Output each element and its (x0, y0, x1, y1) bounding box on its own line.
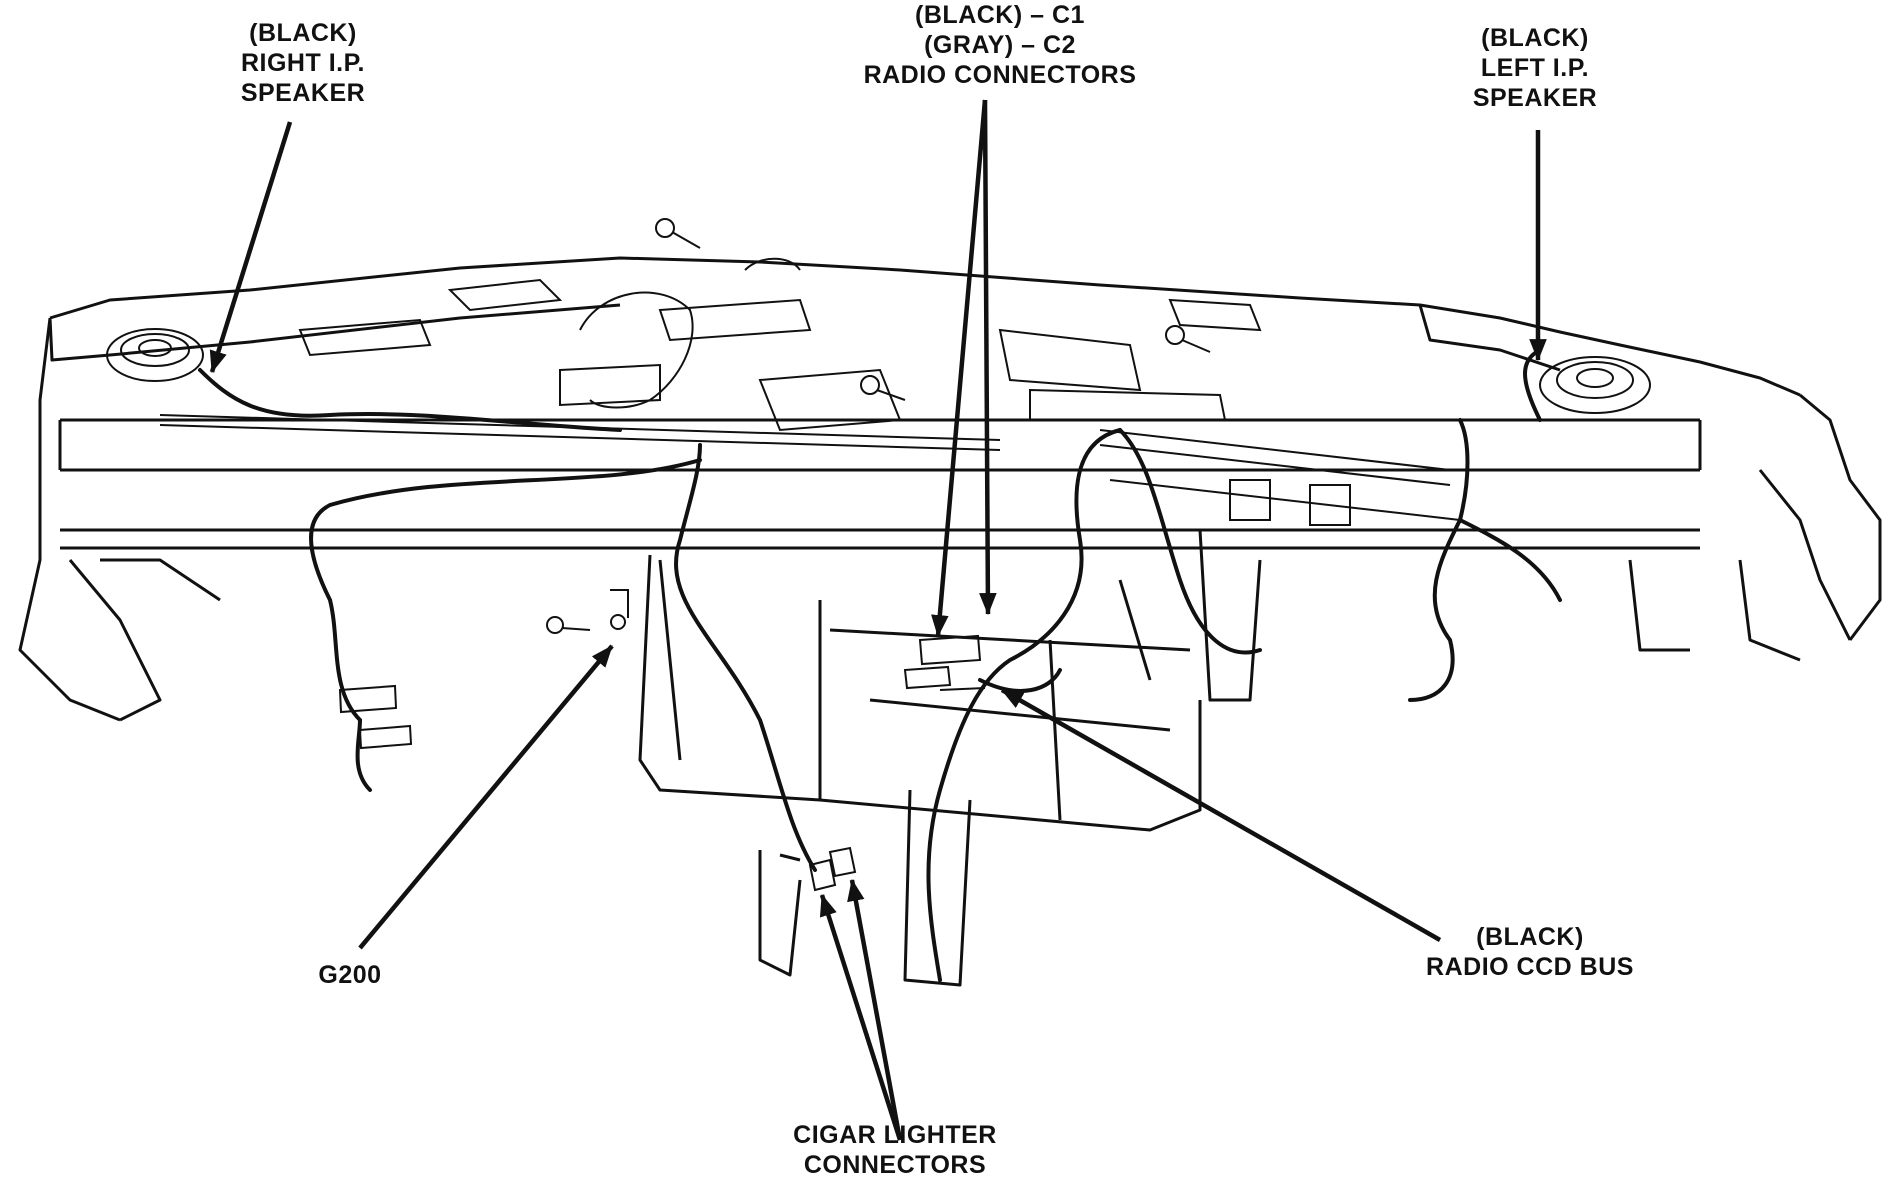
cigar-lighter-arrow-2 (847, 878, 903, 1141)
dashboard-frame (18, 256, 1882, 987)
right-speaker-color: (BLACK) (249, 19, 357, 47)
right-speaker-type: SPEAKER (240, 79, 366, 107)
ccd-bus-color: (BLACK) (1476, 923, 1584, 951)
left-speaker-label: (BLACK) LEFT I.P. SPEAKER (1430, 23, 1640, 113)
g200-text: G200 (318, 961, 382, 989)
left-speaker-color: (BLACK) (1481, 24, 1589, 52)
cigar-lighter-label: CIGAR LIGHTER CONNECTORS (745, 1120, 1045, 1180)
g200-label: G200 (295, 960, 405, 990)
ccd-bus-label: (BLACK) RADIO CCD BUS (1385, 922, 1675, 982)
radio-c2-text: (GRAY) – C2 (924, 31, 1076, 59)
radio-c1-text: (BLACK) – C1 (915, 1, 1085, 29)
ccd-bus-text: RADIO CCD BUS (1426, 953, 1634, 981)
callout-arrows (209, 99, 1547, 1141)
right-speaker-label: (BLACK) RIGHT I.P. SPEAKER (198, 18, 408, 108)
left-speaker-type: SPEAKER (1472, 84, 1598, 112)
left-speaker-name: LEFT I.P. (1480, 54, 1590, 82)
wiring-harness (198, 348, 1562, 982)
cigar-lighter-connectors: CONNECTORS (803, 1151, 987, 1179)
radio-c1-arrow (931, 99, 988, 638)
ccd-bus-arrow (1000, 688, 1442, 942)
g200-arrow (358, 644, 614, 950)
radio-connectors-label: (BLACK) – C1 (GRAY) – C2 RADIO CONNECTOR… (800, 0, 1200, 90)
right-speaker-name: RIGHT I.P. (240, 49, 365, 77)
cigar-lighter-arrow-1 (819, 893, 903, 1141)
radio-c2-arrow (979, 99, 997, 616)
radio-connectors-text: RADIO CONNECTORS (863, 61, 1137, 89)
right-speaker-arrow (209, 121, 293, 374)
cigar-lighter-text: CIGAR LIGHTER (793, 1121, 997, 1149)
dashboard-details (106, 218, 1651, 892)
